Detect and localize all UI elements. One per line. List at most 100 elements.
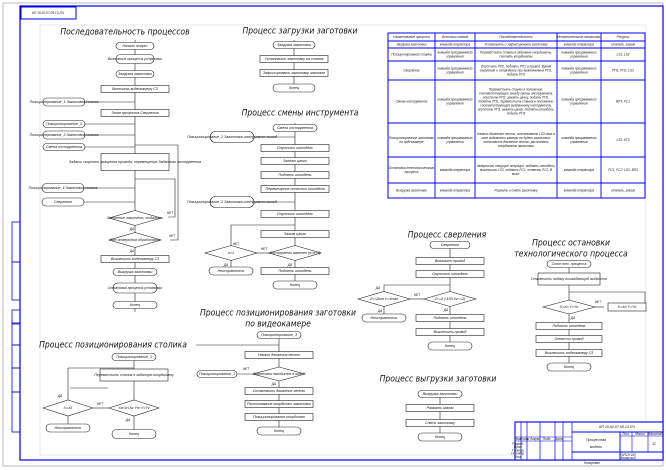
- flow-title: Процесс позиционирования заготовки: [200, 309, 356, 319]
- process-label: Выключить видеокамеру С3: [111, 257, 159, 261]
- yes-label: ДА: [125, 418, 130, 422]
- decision-node: [107, 232, 163, 248]
- process-node: [607, 302, 647, 312]
- process-node: [100, 255, 170, 263]
- terminator-node: [45, 423, 91, 433]
- org-name: ГАПОУ ИО: [620, 453, 636, 457]
- side-stamp-cell: [11, 391, 21, 433]
- side-stamp-cell: [11, 261, 21, 301]
- process-label: Этап процессов Сверления: [111, 111, 158, 115]
- title-block-col-label: № докум.: [526, 437, 540, 441]
- process-node: [260, 185, 330, 193]
- terminator-node: [115, 42, 155, 50]
- process-label: Отвести привод: [554, 337, 583, 341]
- table-cell: Смена инструмента: [396, 99, 428, 103]
- flow-title: Процесс загрузки заготовки: [243, 27, 358, 37]
- decision-label: Инструмент заменен (n=n+1): [269, 251, 320, 255]
- terminator-label: Загрузка заготовки: [277, 43, 311, 47]
- process-node: [100, 85, 170, 93]
- copied-label: Копировал: [584, 461, 600, 465]
- table-cell: Начать движение ленты, отслеживать LS3 п…: [477, 132, 555, 148]
- terminator-label: Позиционирование_3: [261, 333, 297, 337]
- no-label: НЕТ: [243, 367, 250, 371]
- terminator-node: [272, 280, 318, 290]
- flow-title: Процесс смены инструмента: [242, 109, 359, 119]
- decision-node: [541, 299, 597, 315]
- process-node: [415, 257, 485, 265]
- terminator-node: [115, 54, 155, 64]
- connector-line: [230, 224, 295, 251]
- terminator-node: [272, 124, 318, 132]
- process-label: Отключить подачу охлаждающей жидкости: [531, 277, 607, 281]
- table-cell: LS1, LS2: [616, 52, 629, 56]
- terminator-node: [111, 353, 157, 361]
- process-label: Задать скорость вращения привода, переме…: [69, 160, 201, 164]
- process-label: Зажим цанги: [284, 232, 306, 236]
- decision-label: X=Xо Y=Yо: [559, 305, 579, 309]
- terminator-node: [429, 241, 471, 249]
- mass-header: Масса: [635, 432, 645, 436]
- process-label: Разжать зажим: [427, 406, 454, 410]
- terminator-label: Конец: [564, 365, 574, 369]
- table-cell: Выгрузка заготовки: [396, 188, 427, 192]
- title-block-row-label: Н.контр.: [511, 452, 525, 456]
- terminator-node: [546, 260, 592, 268]
- table-cell: LS3, КТ3: [616, 138, 629, 142]
- side-stamp-cell: [11, 344, 21, 369]
- spec-table: [387, 32, 646, 199]
- process-node: [405, 404, 475, 412]
- org-name: Ангарский: [619, 456, 636, 460]
- table-header-cell: Исполнительные механизмы: [557, 35, 602, 39]
- process-node: [535, 349, 603, 357]
- terminator-node: [256, 331, 302, 339]
- terminator-label: Конец: [274, 429, 284, 433]
- no-label: НЕТ: [595, 300, 602, 304]
- connector-line: [135, 144, 179, 241]
- terminator-node: [427, 341, 473, 351]
- decision-node: [108, 399, 160, 417]
- table-header-cell: Последовательность: [499, 35, 533, 39]
- decision-label: Z<=Zmin t>=tmax: [369, 297, 399, 301]
- doc-name: модель: [590, 445, 602, 449]
- table-cell: команда оператора: [564, 188, 594, 192]
- decision-label: Z<=Z (-100 Vz<=Z): [434, 297, 466, 301]
- table-cell: стапель, зажим: [611, 188, 636, 192]
- flow-title: Процесс выгрузки заготовки: [380, 375, 497, 385]
- side-stamp-cell: [11, 221, 21, 263]
- process-label: Начало движения ленты: [258, 353, 300, 357]
- process-node: [537, 272, 601, 286]
- connector-line: [67, 367, 134, 400]
- process-label: Остановить движение ленты: [253, 389, 306, 393]
- title-block-col-label: Изм.: [515, 437, 522, 441]
- table-cell: команда оператора: [440, 42, 470, 46]
- process-node: [260, 157, 330, 165]
- terminator-node: [256, 426, 302, 436]
- process-node: [260, 144, 330, 152]
- table-cell: команда оператора: [564, 42, 594, 46]
- terminator-label: Неисправность: [371, 316, 398, 320]
- sheet-number: 11: [652, 442, 656, 446]
- terminator-label: Начало старт: [123, 44, 148, 48]
- process-label: Снять заготовку: [425, 421, 455, 425]
- table-cell: команда оператора: [440, 168, 470, 172]
- process-node: [244, 351, 314, 359]
- process-label: Переместить столик в заданную координату: [94, 373, 174, 377]
- process-label: Выключить привод: [434, 330, 467, 334]
- terminator-label: Смена инструмента: [277, 126, 313, 130]
- process-node: [260, 210, 330, 218]
- terminator-node: [272, 83, 316, 93]
- no-label: НЕТ: [167, 211, 174, 215]
- yes-label: ДА: [129, 227, 134, 231]
- terminator-label: Позиционирование_4 Заготовка-станок: [28, 186, 97, 190]
- title-block-row-label: Разраб.: [512, 442, 524, 446]
- table-cell: ВР3, РС1: [616, 99, 630, 103]
- table-header-cell: Ресурсы: [617, 35, 630, 39]
- side-stamp-cell: [11, 322, 21, 346]
- terminator-label: Конец: [435, 435, 445, 439]
- process-label: Зафиксировать заготовку зажимом: [263, 71, 326, 75]
